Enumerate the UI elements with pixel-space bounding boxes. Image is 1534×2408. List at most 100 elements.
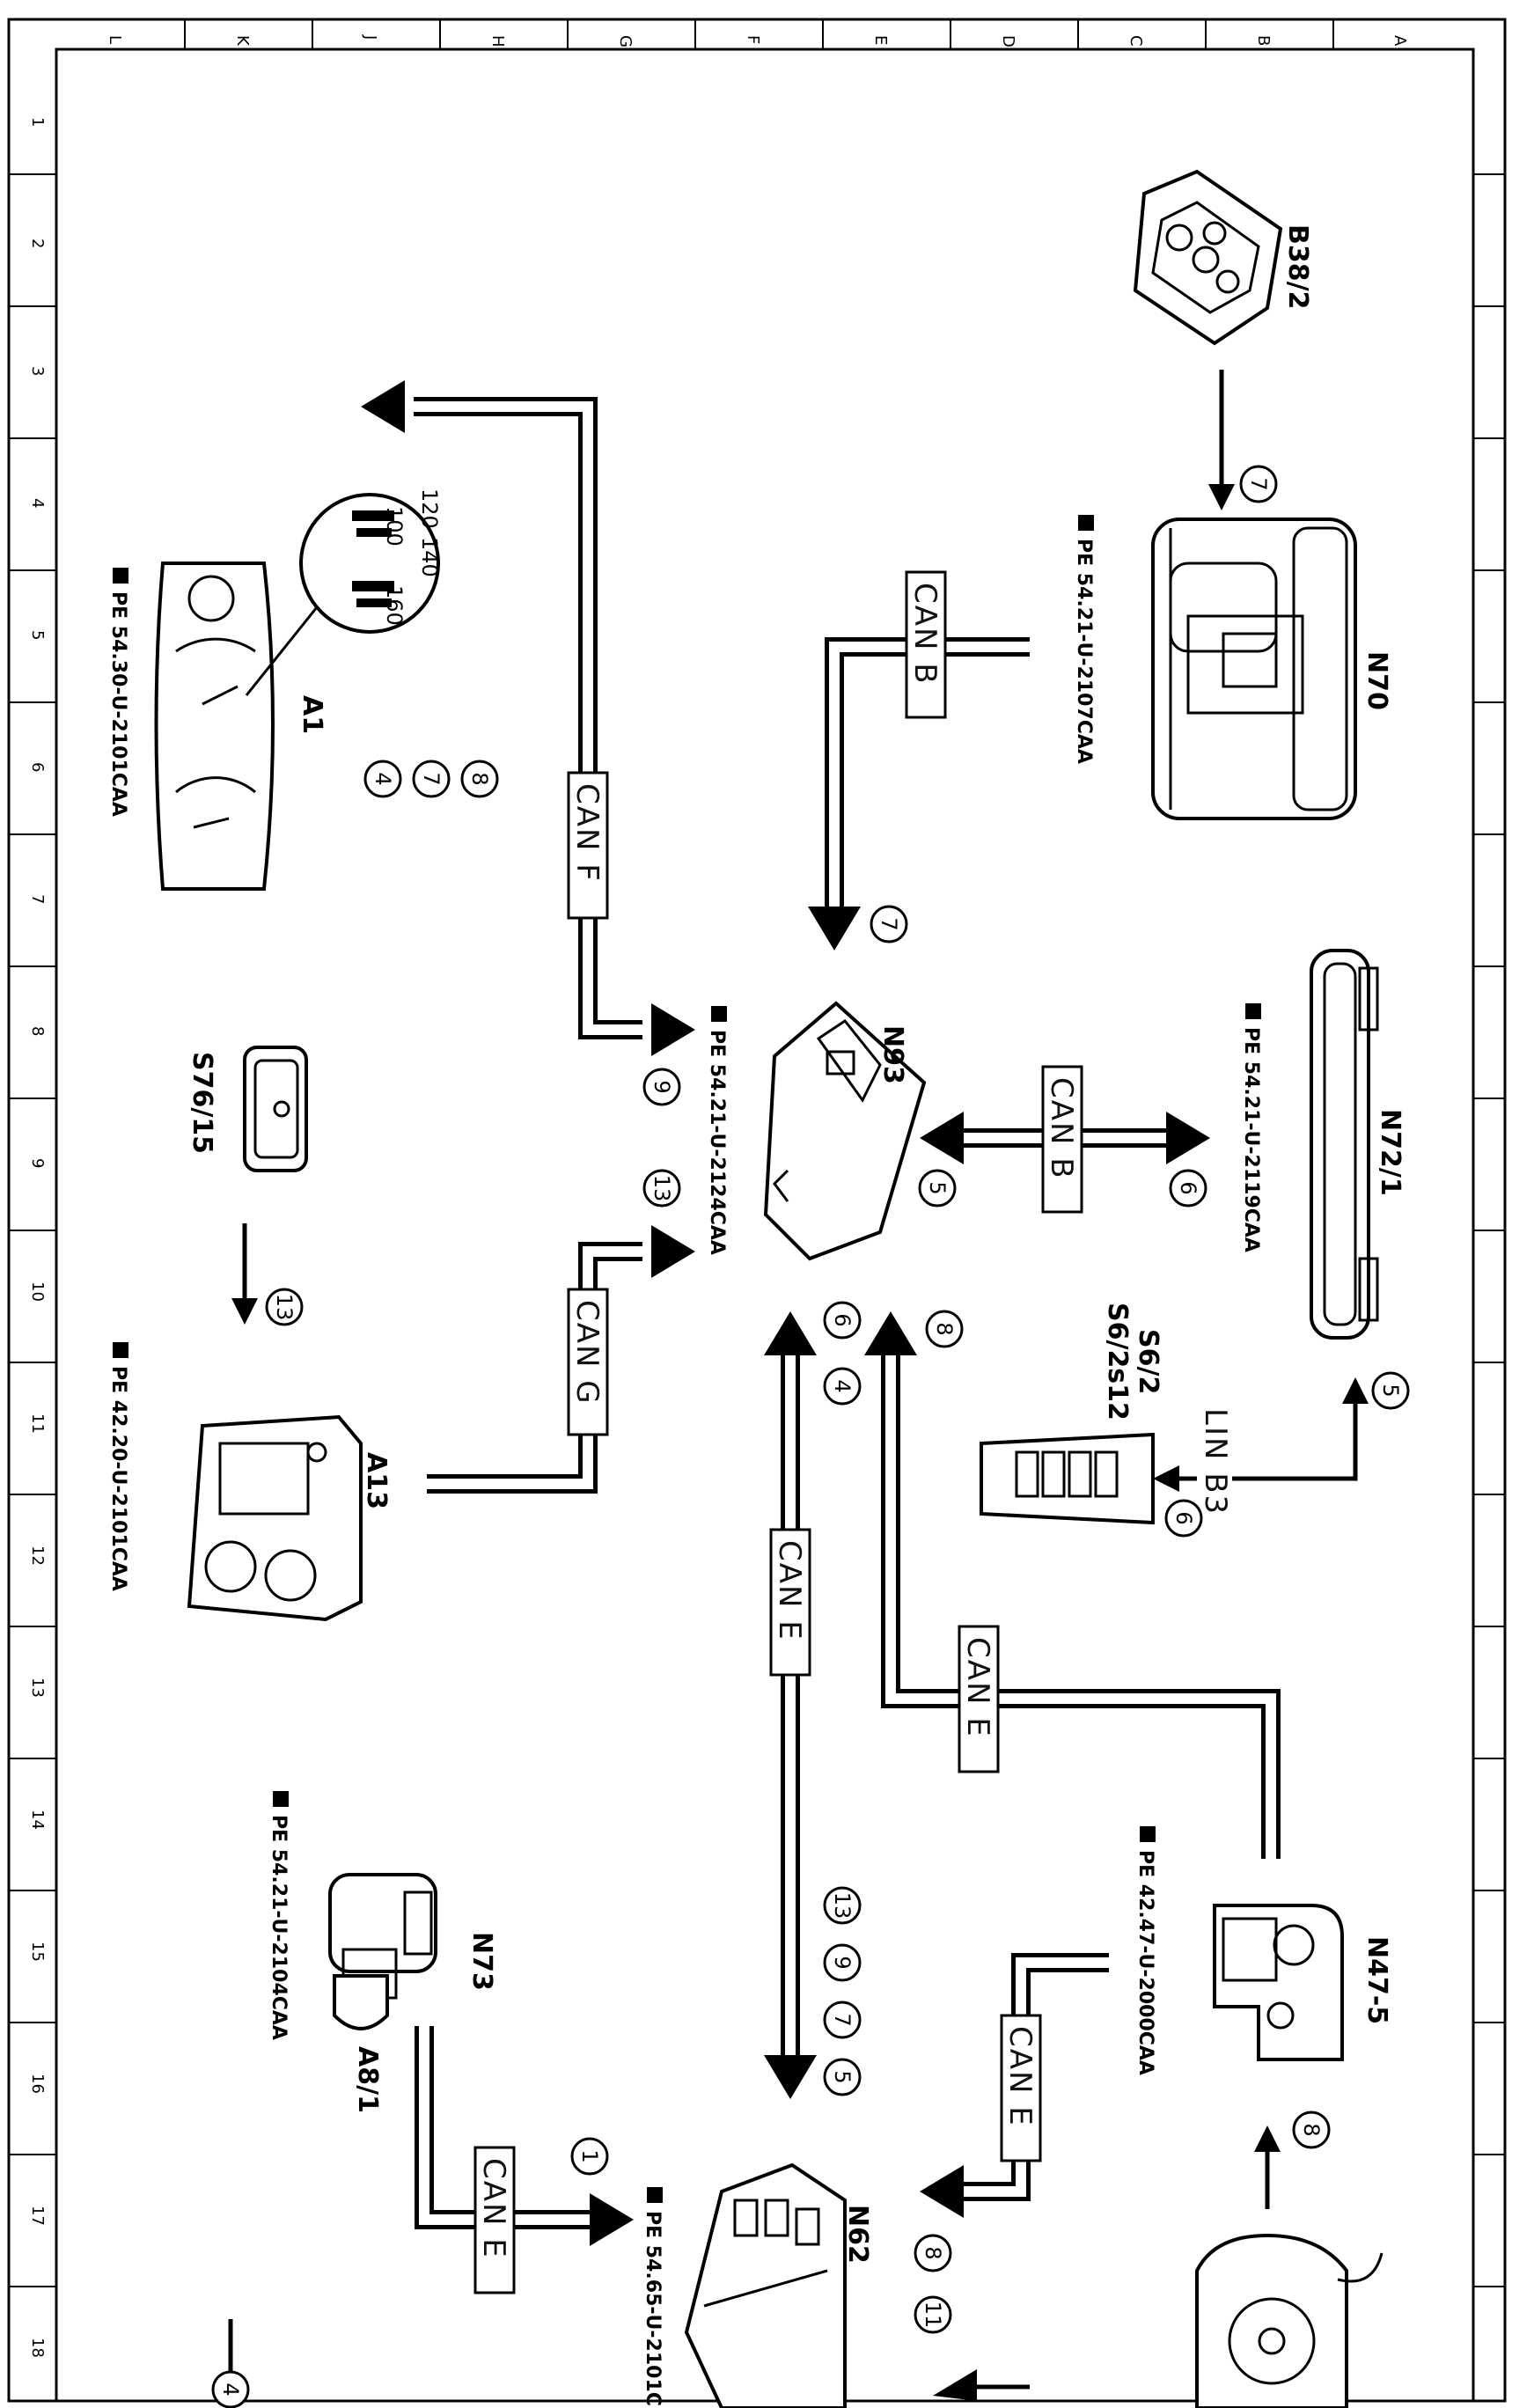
circled-number-n93-9: 9	[642, 1068, 681, 1106]
grid-col-b: B	[1254, 35, 1273, 46]
component-n62	[684, 2162, 847, 2408]
grid-row-13: 13	[28, 1678, 47, 1698]
grid-row-18: 18	[28, 2338, 47, 2358]
can-e-left-label: CAN E	[473, 2146, 516, 2294]
ref-a13: PE 42.20-U-2101CAA	[107, 1342, 129, 1591]
top-grid-ruler: L K J H G F E D C B A	[106, 19, 1409, 49]
grid-col-f: F	[744, 35, 762, 44]
grid-row-14: 14	[28, 1810, 47, 1830]
grid-row-6: 6	[28, 762, 47, 772]
reference-labels: PE 54.21-U-2107CAA PE 54.30-U-2101CAA PE…	[107, 515, 1262, 2406]
grid-col-d: D	[999, 35, 1017, 48]
circled-number-n62-13: 13	[823, 1886, 862, 1925]
gauge-label-120: 120	[417, 488, 442, 529]
svg-text:9: 9	[650, 1080, 674, 1093]
grid-col-e: E	[871, 35, 890, 45]
svg-text:1: 1	[577, 2149, 602, 2162]
circled-number-n93-5: 5	[918, 1169, 957, 1208]
circled-number-s76-13: 13	[265, 1288, 304, 1326]
svg-text:LIN B3: LIN B3	[1198, 1408, 1233, 1516]
grid-col-g: G	[616, 35, 635, 48]
grid-row-2: 2	[28, 239, 47, 248]
svg-text:PE 54.21-U-2119CAA: PE 54.21-U-2119CAA	[1240, 1027, 1262, 1252]
svg-text:PE 54.21-U-2107CAA: PE 54.21-U-2107CAA	[1073, 539, 1095, 764]
grid-row-3: 3	[28, 366, 47, 376]
svg-text:7: 7	[830, 2013, 855, 2026]
component-a1-instrument-cluster: 100 120 140 160	[154, 488, 442, 891]
component-n70	[1151, 518, 1357, 820]
label-b38-2: B38/2	[1282, 224, 1313, 309]
label-n47-5: N47-5	[1362, 1936, 1392, 2024]
grid-row-4: 4	[28, 498, 47, 508]
grid-row-15: 15	[28, 1942, 47, 1962]
svg-text:13: 13	[272, 1294, 297, 1321]
svg-text:CAN E: CAN E	[1002, 2026, 1038, 2127]
svg-text:7: 7	[419, 772, 444, 785]
svg-text:PE 42.47-U-2000CAA: PE 42.47-U-2000CAA	[1134, 1850, 1156, 2075]
ref-n93: PE 54.21-U-2124CAA	[706, 1006, 728, 1255]
component-labels: B38/2 N70 A1 N93 N72/1 S76/15 S6/2 S6/2s…	[187, 224, 1406, 2264]
svg-text:CAN B: CAN B	[907, 583, 943, 686]
gauge-label-160: 160	[382, 585, 407, 626]
ref-n73: PE 54.21-U-2104CAA	[268, 1791, 290, 2040]
ref-n62: PE 54.65-U-2101C	[642, 2187, 664, 2406]
svg-text:7: 7	[877, 917, 901, 930]
grid-row-7: 7	[28, 894, 47, 904]
grid-row-10: 10	[28, 1281, 47, 1302]
svg-text:8: 8	[932, 1322, 957, 1335]
svg-text:PE 42.20-U-2101CAA: PE 42.20-U-2101CAA	[107, 1366, 129, 1591]
svg-text:CAN B: CAN B	[1044, 1077, 1079, 1180]
component-b38-2	[1133, 169, 1283, 346]
circled-number-a1-4: 4	[363, 760, 402, 798]
label-a13: A13	[361, 1452, 392, 1509]
gauge-label-140: 140	[417, 537, 442, 577]
label-n62: N62	[842, 2205, 873, 2264]
svg-text:13: 13	[830, 1892, 855, 1920]
svg-text:CAN E: CAN E	[772, 1540, 807, 1641]
circled-number-n62-9: 9	[823, 1943, 862, 1982]
grid-col-c: C	[1127, 35, 1145, 47]
svg-text:PE 54.21-U-2124CAA: PE 54.21-U-2124CAA	[706, 1030, 728, 1255]
grid-col-a: A	[1391, 35, 1409, 47]
label-s6-2: S6/2	[1133, 1329, 1163, 1394]
grid-col-j: J	[361, 34, 379, 40]
bus-labels: CAN B CAN F CAN B CAN G LIN B3 CAN E CAN…	[473, 570, 1233, 2294]
ref-a1: PE 54.30-U-2101CAA	[107, 568, 129, 817]
circled-number-a1-8: 8	[460, 760, 499, 798]
gauge-label-100: 100	[382, 506, 407, 547]
grid-row-numbers: 1 2 3 4 5 6 7 8 9 10 11 12 13 14 15 16 1…	[28, 117, 47, 2358]
svg-text:8: 8	[921, 2246, 945, 2259]
svg-text:PE 54.65-U-2101C: PE 54.65-U-2101C	[642, 2211, 664, 2406]
svg-text:CAN G: CAN G	[569, 1300, 605, 1406]
grid-row-16: 16	[28, 2074, 47, 2094]
component-n47-5	[1213, 1904, 1344, 2061]
circled-number-n62-7: 7	[823, 2001, 862, 2039]
svg-text:11: 11	[921, 2302, 945, 2329]
component-n73	[328, 1873, 437, 2030]
grid-row-17: 17	[28, 2206, 47, 2226]
svg-text:6: 6	[1171, 1511, 1196, 1524]
label-n70: N70	[1362, 651, 1392, 710]
svg-text:4: 4	[218, 2382, 243, 2396]
ref-n72-1: PE 54.21-U-2119CAA	[1240, 1003, 1262, 1252]
side-grid-ruler: 1 2 3 4 5 6 7 8 9 10 11 12 13 14 15 16 1…	[9, 117, 1505, 2358]
ref-n70: PE 54.21-U-2107CAA	[1073, 515, 1095, 764]
circled-number-n72-5: 5	[1371, 1371, 1410, 1410]
circled-number-n62-8: 8	[914, 2234, 952, 2272]
can-b-mid-label: CAN B	[1041, 1065, 1083, 1214]
svg-text:4: 4	[830, 1379, 855, 1392]
can-e-center-label: CAN E	[769, 1528, 811, 1677]
grid-col-h: H	[488, 35, 507, 48]
component-s76-15	[243, 1046, 308, 1172]
ref-n47-5: PE 42.47-U-2000CAA	[1134, 1826, 1156, 2075]
svg-text:4: 4	[371, 772, 395, 785]
circled-number-n47-8: 8	[1292, 2111, 1331, 2149]
grid-row-1: 1	[28, 117, 47, 127]
circled-number-a1-7: 7	[412, 760, 451, 798]
label-n93: N93	[877, 1025, 908, 1084]
grid-row-8: 8	[28, 1026, 47, 1036]
can-e-lower-right-label: CAN E	[1000, 2014, 1042, 2162]
circled-number-n93-in-7: 7	[870, 905, 908, 943]
label-a8-1: A8/1	[352, 2046, 383, 2113]
